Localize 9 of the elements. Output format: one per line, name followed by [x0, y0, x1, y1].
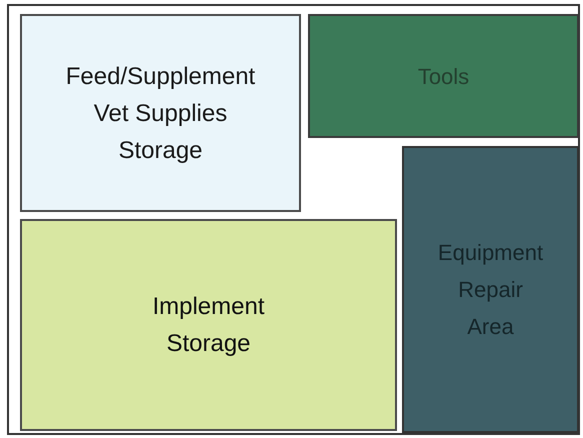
area-label: Feed/Supplement Vet Supplies Storage: [64, 62, 256, 166]
area-box: [20, 14, 301, 212]
area-label: Tools: [418, 62, 470, 90]
area-box: [308, 14, 579, 138]
frame-box: [7, 4, 580, 435]
area-label: Implement Storage: [151, 292, 266, 359]
area-label: Equipment Repair Area: [436, 239, 544, 341]
area-box: [20, 219, 397, 431]
area-box: [402, 146, 579, 433]
